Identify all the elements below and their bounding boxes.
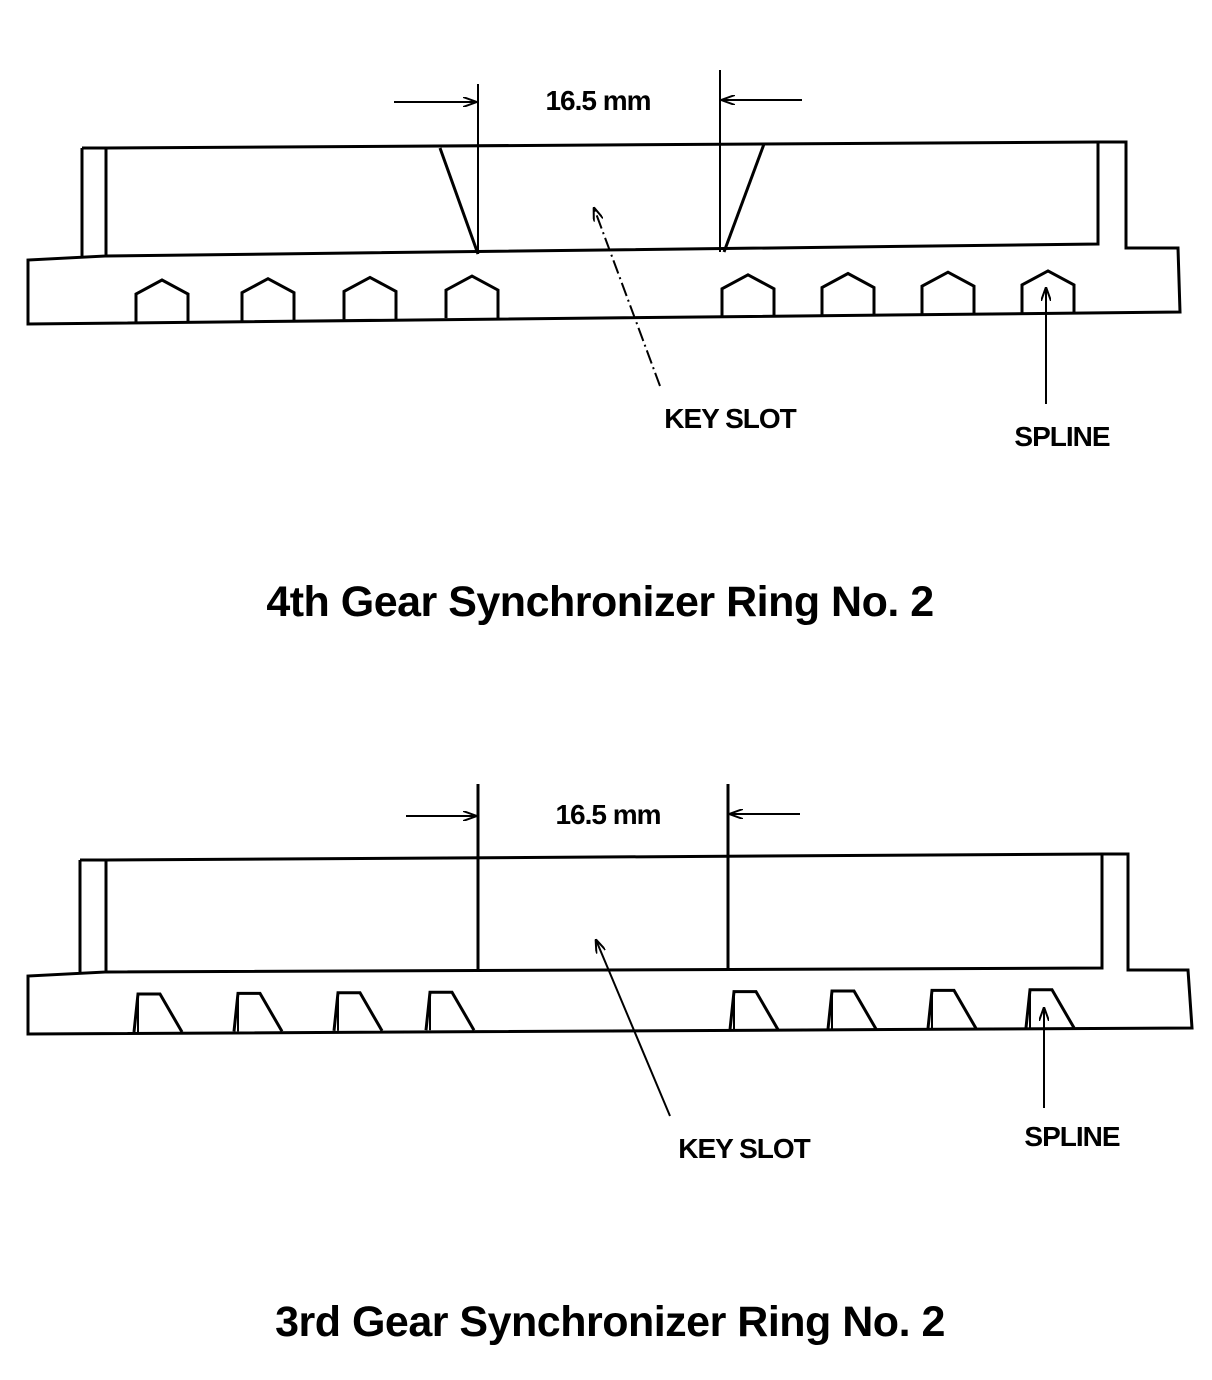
spline-tooth [332, 991, 384, 1032]
key-slot-leader [596, 940, 671, 1117]
key-slot-label: KEY SLOT [678, 1133, 810, 1164]
dimension-arrows [406, 814, 800, 816]
ring-inner-lines [105, 852, 1103, 862]
spline-tooth [926, 988, 978, 1030]
dimension-label: 16.5 mm [545, 85, 650, 116]
spline-tooth [720, 273, 776, 317]
spline-tooth [424, 990, 476, 1031]
ring-inner-lines [105, 140, 1099, 150]
key-slot-leader [594, 208, 661, 387]
spline-teeth [134, 269, 1076, 322]
dimension-arrows [394, 100, 802, 102]
spline-label: SPLINE [1014, 421, 1109, 452]
diagram-title: 4th Gear Synchronizer Ring No. 2 [266, 578, 933, 626]
key-slot-outline [476, 784, 730, 972]
spline-tooth [232, 991, 284, 1033]
spline-tooth [728, 990, 780, 1031]
spline-tooth [820, 271, 876, 316]
spline-label: SPLINE [1024, 1121, 1119, 1152]
spline-tooth [1020, 269, 1076, 313]
diagram-title: 3rd Gear Synchronizer Ring No. 2 [275, 1298, 945, 1346]
spline-tooth [134, 278, 190, 322]
spline-tooth [1024, 988, 1076, 1029]
spline-teeth [132, 988, 1076, 1033]
key-slot-label: KEY SLOT [664, 403, 796, 434]
ring-body-outline [26, 140, 1182, 326]
key-slot-outline [438, 70, 766, 255]
dimension-label: 16.5 mm [555, 799, 660, 830]
spline-tooth [826, 989, 878, 1030]
spline-tooth [444, 274, 500, 319]
spline-tooth [132, 992, 184, 1033]
ring-body-outline [26, 852, 1194, 1036]
spline-tooth [342, 275, 398, 320]
spline-tooth [920, 270, 976, 315]
spline-tooth [240, 276, 296, 321]
ring-diagram-4th-gear: 16.5 mm KEY SLOT SPLINE 4th Gear Synchro… [26, 70, 1182, 626]
ring-diagram-3rd-gear: 16.5 mm KEY SLOT SPLINE 3rd Gear Synchro… [26, 784, 1194, 1346]
